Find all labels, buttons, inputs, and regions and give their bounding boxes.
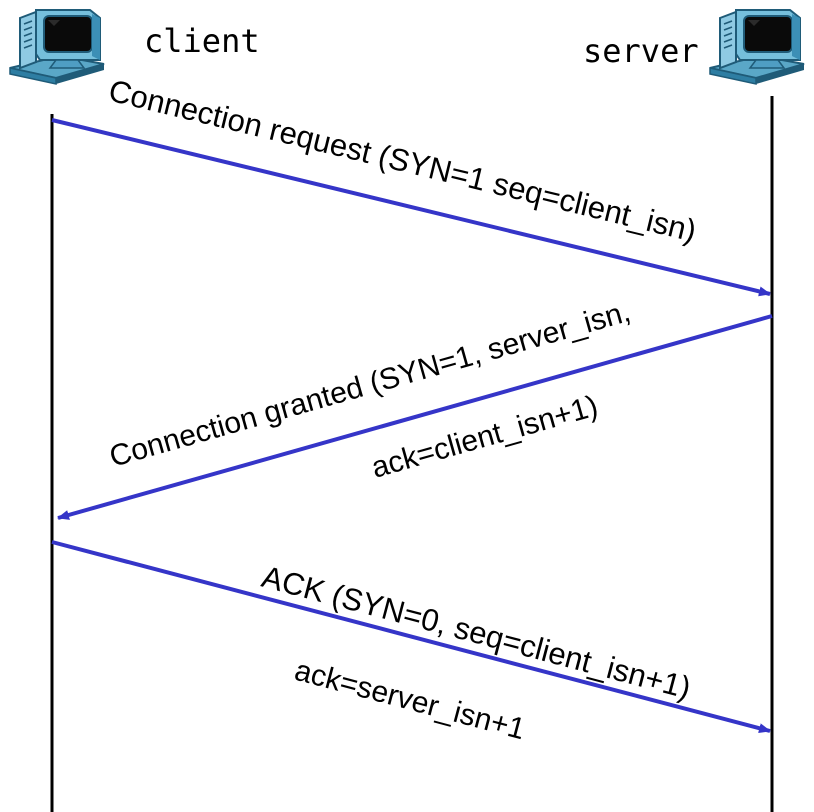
message-arrow-syn-ack <box>57 314 773 520</box>
message-2-label-line-1: Connection granted (SYN=1, server_isn, <box>106 295 634 474</box>
server-computer-icon <box>709 9 805 85</box>
message-arrow-ack <box>51 540 771 734</box>
message-arrow-syn <box>51 118 771 297</box>
message-1-label: Connection request (SYN=1 seq=client_isn… <box>105 73 699 249</box>
client-label: client <box>144 22 260 60</box>
message-3-label-line-2: ack=server_isn+1 <box>291 654 528 746</box>
message-2-label-line-2: ack=client_isn+1) <box>368 389 602 484</box>
server-label: server <box>583 32 699 70</box>
client-computer-icon <box>9 9 105 85</box>
